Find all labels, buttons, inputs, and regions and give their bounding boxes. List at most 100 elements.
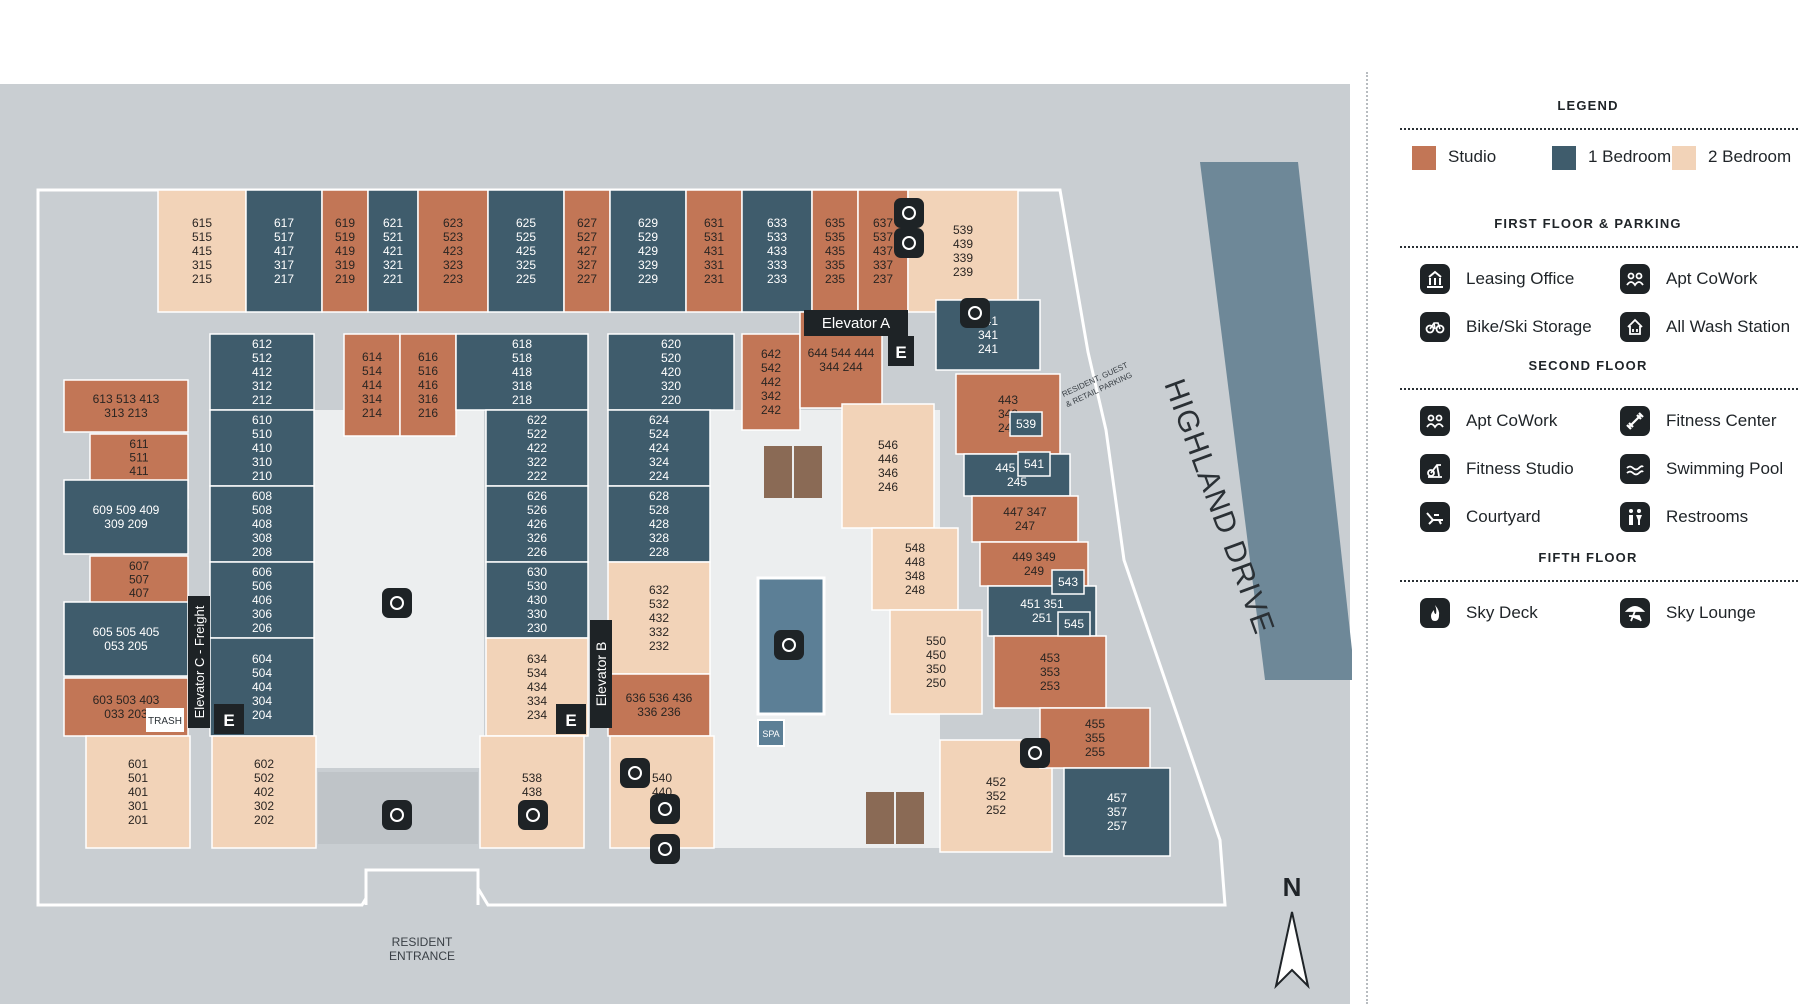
unit-number-label: 442 [761,375,781,389]
unit-628[interactable] [607,485,711,563]
unit-609[interactable] [63,479,189,555]
unit-539[interactable] [907,189,1019,313]
umbrella-chair-icon[interactable] [1020,738,1050,768]
unit-type-key: Studio 1 Bedroom 2 Bedroom [1412,144,1804,174]
unit-number-label: 325 [516,258,536,272]
unit-number-label: 206 [252,621,272,635]
unit-623[interactable] [417,189,489,313]
unit-number-label: 221 [383,272,403,286]
unit-number-label: 504 [252,666,272,680]
leasing-office-icon[interactable] [650,834,680,864]
legend-rule [1400,388,1798,390]
unit-number-label: 539 [1016,417,1036,431]
unit-number-label: 326 [527,531,547,545]
unit-543[interactable] [1051,569,1085,595]
unit-455[interactable] [1039,707,1151,769]
unit-number-label: 634 [527,652,547,666]
unit-539[interactable] [1009,411,1043,437]
unit-617[interactable] [245,189,323,313]
unit-602[interactable] [211,735,317,849]
unit-548[interactable] [871,527,959,611]
unit-number-label: 548 [905,541,925,555]
unit-number-label: 414 [362,378,382,392]
unit-605[interactable] [63,601,189,677]
restroom-icon[interactable] [620,758,650,788]
unit-number-label: 633 [767,216,787,230]
unit-number-label: 416 [418,378,438,392]
unit-613[interactable] [63,379,189,433]
unit-number-label: 309 209 [104,517,148,531]
unit-number-label: 429 [638,244,658,258]
dumbbell-icon[interactable] [382,800,412,830]
unit-627[interactable] [563,189,611,313]
unit-620[interactable] [607,333,735,411]
unit-number-label: 450 [926,648,946,662]
unit-624[interactable] [607,409,711,487]
cowork-icon[interactable] [650,794,680,824]
unit-number-label: 531 [704,230,724,244]
unit-632[interactable] [607,561,711,675]
unit-number-label: 435 [825,244,845,258]
first-floor-heading: FIRST FLOOR & PARKING [1494,216,1682,231]
lounge-chair-icon[interactable] [382,588,412,618]
unit-546[interactable] [841,403,935,529]
unit-number-label: 336 236 [637,705,681,719]
unit-number-label: 510 [252,427,272,441]
wash-station-icon[interactable] [894,198,924,228]
unit-number-label: 629 [638,216,658,230]
unit-number-label: 310 [252,455,272,469]
unit-number-label: 224 [649,469,669,483]
unit-626[interactable] [485,485,589,563]
unit-number-label: 518 [512,351,532,365]
unit-601[interactable] [85,735,191,849]
bike-trainer-icon[interactable] [518,800,548,830]
unit-number-label: 201 [128,813,148,827]
restroom-icon-glyph [628,766,642,780]
north-label: N [1283,872,1302,902]
resident-entrance-gap [364,868,480,905]
unit-642[interactable] [741,333,801,431]
unit-447[interactable] [971,495,1079,543]
unit-number-label: 406 [252,593,272,607]
unit-631[interactable] [685,189,743,313]
unit-616[interactable] [399,333,457,437]
unit-number-label: 301 [128,799,148,813]
unit-550[interactable] [889,609,983,715]
unit-number-label: 202 [254,813,274,827]
unit-number-label: 627 [577,216,597,230]
fitness-center-label: Fitness Center [1666,411,1777,430]
cowork-icon [1420,406,1450,436]
unit-number-label: 341 [978,328,998,342]
unit-622[interactable] [485,409,589,487]
unit-number-label: 226 [527,545,547,559]
unit-610[interactable] [209,409,315,487]
unit-number-label: 447 347 [1003,505,1047,519]
unit-541[interactable] [1017,451,1051,477]
bike-icon[interactable] [894,228,924,258]
unit-number-label: 611 [129,437,148,451]
unit-number-label: 308 [252,531,272,545]
swimming-pool-label: Swimming Pool [1666,459,1784,478]
unit-540[interactable] [609,735,715,849]
unit-633[interactable] [741,189,813,313]
unit-615[interactable] [157,189,247,313]
pergola-3 [866,792,894,844]
unit-612[interactable] [209,333,315,411]
unit-number-label: 330 [527,607,547,621]
pool-icon[interactable] [774,630,804,660]
spa [757,719,785,747]
unit-number-label: 457 [1107,791,1127,805]
unit-number-label: 252 [986,803,1006,817]
unit-number-label: 210 [252,469,272,483]
unit-number-label: 237 [873,272,893,286]
unit-number-label: 438 [522,785,542,799]
unit-number-label: 229 [638,272,658,286]
fire-icon[interactable] [960,298,990,328]
unit-number-label: 426 [527,517,547,531]
unit-608[interactable] [209,485,315,563]
unit-457[interactable] [1063,767,1171,857]
unit-545[interactable] [1057,611,1091,637]
unit-629[interactable] [609,189,687,313]
unit-number-label: 248 [905,583,925,597]
unit-606[interactable] [209,561,315,639]
